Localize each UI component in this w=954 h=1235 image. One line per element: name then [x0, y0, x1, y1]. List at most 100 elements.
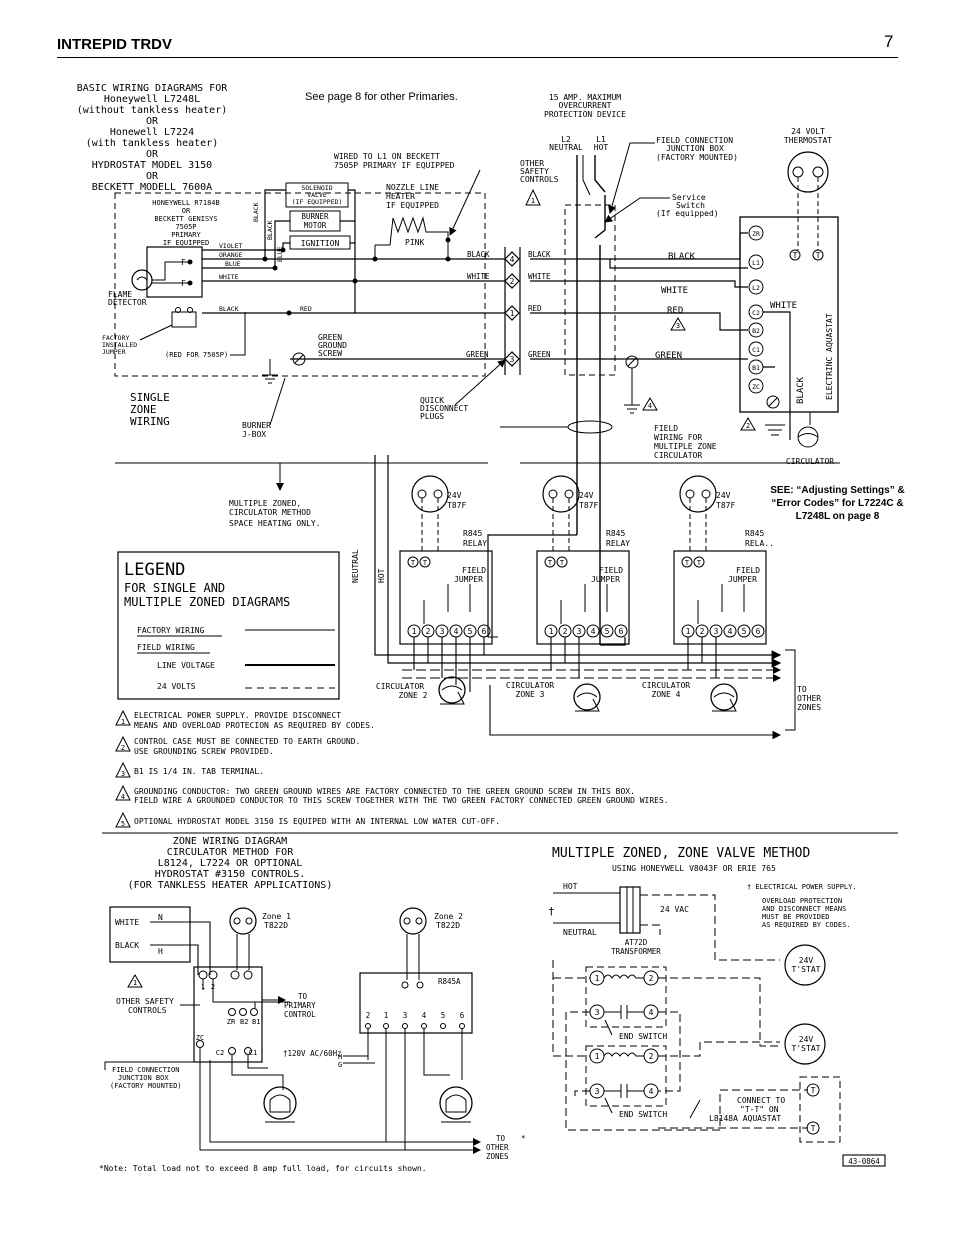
svg-text:FIELD CONNECTION: FIELD CONNECTION	[656, 136, 733, 145]
svg-text:C1: C1	[249, 1049, 257, 1057]
svg-text:FIELD: FIELD	[736, 566, 760, 575]
zone-3-thermostat-icon	[542, 475, 580, 513]
svg-text:JUMPER: JUMPER	[102, 348, 126, 356]
terminal-c2: C2	[752, 309, 760, 317]
svg-text:1: 1	[595, 1052, 600, 1061]
svg-text:HYDROSTAT #3150 CONTROLS.: HYDROSTAT #3150 CONTROLS.	[155, 869, 306, 880]
svg-text:Honewell L7224: Honewell L7224	[110, 127, 194, 138]
svg-text:T: T	[685, 559, 690, 567]
svg-text:2: 2	[563, 627, 568, 636]
zone-2-circulator-icon-bottom	[439, 1086, 473, 1123]
svg-text:NOZZLE LINE: NOZZLE LINE	[386, 183, 439, 192]
zone-3-relay	[536, 475, 630, 645]
svg-text:CONTROLS: CONTROLS	[520, 175, 559, 184]
svg-text:3: 3	[577, 627, 582, 636]
svg-text:H: H	[338, 1053, 342, 1061]
svg-text:PRIMARY: PRIMARY	[284, 1001, 316, 1010]
svg-text:3: 3	[121, 770, 125, 778]
svg-text:Honeywell L7248L: Honeywell L7248L	[104, 94, 200, 105]
circulator-label: CIRCULATOR	[786, 457, 834, 466]
l1-label: L1	[596, 135, 606, 144]
svg-text:3: 3	[510, 355, 515, 364]
white-wire-label-left: WHITE	[467, 272, 490, 281]
svg-text:ZR: ZR	[227, 1018, 236, 1026]
svg-text:OTHER: OTHER	[797, 694, 821, 703]
svg-text:ZONE WIRING DIAGRAM: ZONE WIRING DIAGRAM	[173, 836, 287, 847]
svg-text:7505P PRIMARY IF EQUIPPED: 7505P PRIMARY IF EQUIPPED	[334, 161, 455, 170]
svg-text:2: 2	[700, 627, 705, 636]
svg-text:L8124, L7224 OR OPTIONAL: L8124, L7224 OR OPTIONAL	[158, 858, 303, 869]
svg-text:BLUE: BLUE	[276, 246, 284, 262]
svg-text:R845A: R845A	[438, 977, 461, 986]
svg-text:SPACE HEATING ONLY.: SPACE HEATING ONLY.	[229, 519, 321, 528]
other-safety-zone-label: OTHER SAFETY CONTROLS	[116, 997, 174, 1015]
black-wire-label-left: BLACK	[467, 250, 490, 259]
svg-text:3: 3	[595, 1087, 600, 1096]
l2-label: L2	[561, 135, 571, 144]
svg-text:OTHER SAFETY: OTHER SAFETY	[116, 997, 174, 1006]
svg-text:HONEYWELL R7184B: HONEYWELL R7184B	[152, 199, 219, 207]
other-safety-label: OTHER SAFETY CONTROLS	[520, 159, 559, 184]
svg-text:SAFETY: SAFETY	[520, 167, 549, 176]
field-connection-zone-label: FIELD CONNECTION JUNCTION BOX (FACTORY M…	[110, 1066, 182, 1090]
to-other-zones-label: TO OTHER ZONES	[797, 685, 821, 712]
white-label: WHITE	[115, 918, 139, 927]
black-vertical-label: BLACK	[252, 202, 260, 222]
svg-text:2: 2	[510, 277, 515, 286]
svg-text:6: 6	[756, 627, 761, 636]
svg-text:1: 1	[384, 1011, 389, 1020]
svg-text:USE GROUNDING SCREW PROVIDED.: USE GROUNDING SCREW PROVIDED.	[134, 747, 274, 756]
basic-wiring-title: BASIC WIRING DIAGRAMS FOR Honeywell L724…	[77, 83, 228, 193]
svg-text:T87F: T87F	[447, 501, 466, 510]
svg-text:(with tankless heater): (with tankless heater)	[86, 138, 218, 149]
24vac-label: 24 VAC	[660, 905, 689, 914]
svg-text:CIRCULATOR METHOD: CIRCULATOR METHOD	[229, 508, 311, 517]
svg-text:WIRING FOR: WIRING FOR	[654, 433, 702, 442]
zone-2-thermostat-icon	[411, 475, 449, 513]
svg-text:FIELD: FIELD	[599, 566, 623, 575]
transformer-icon	[619, 886, 641, 934]
red-for-label: (RED FOR 7505P)	[165, 351, 228, 359]
thermostat-terminal-2: T	[816, 251, 821, 260]
svg-text:MEANS AND OVERLOAD PROTECION A: MEANS AND OVERLOAD PROTECION AS REQUIRED…	[134, 721, 375, 730]
svg-text:6: 6	[482, 627, 487, 636]
zone-4-circulator-icon	[710, 683, 738, 712]
svg-text:(without tankless heater): (without tankless heater)	[77, 105, 228, 116]
svg-text:CIRCULATOR METHOD FOR: CIRCULATOR METHOD FOR	[167, 847, 294, 858]
circulator-zone-3-label: CIRCULATOR	[506, 681, 554, 690]
svg-text:3: 3	[595, 1008, 600, 1017]
svg-text:T'STAT: T'STAT	[792, 965, 821, 974]
svg-text:CONTROLS: CONTROLS	[128, 1006, 167, 1015]
see-settings-note: SEE: “Adjusting Settings” & “Error Codes…	[770, 485, 905, 522]
green-ground-screw-icon	[292, 352, 306, 366]
overcurrent-label: 15 AMP. MAXIMUM OVERCURRENT PROTECTION D…	[544, 93, 626, 119]
svg-text:L8148A AQUASTAT: L8148A AQUASTAT	[709, 1114, 781, 1123]
svg-text:DISCONNECT: DISCONNECT	[420, 404, 468, 413]
terminal-zr: ZR	[752, 230, 760, 238]
svg-text:*: *	[521, 1134, 526, 1143]
svg-text:6: 6	[619, 627, 624, 636]
svg-text:ZONES: ZONES	[797, 703, 821, 712]
page-number: 7	[884, 32, 894, 51]
hot-vertical-label: HOT	[377, 568, 386, 583]
svg-text:FACTORY: FACTORY	[102, 334, 129, 342]
valve-tstat-1-icon	[784, 944, 826, 986]
svg-text:BASIC WIRING DIAGRAMS FOR: BASIC WIRING DIAGRAMS FOR	[77, 83, 228, 94]
svg-text:3: 3	[440, 627, 445, 636]
svg-text:AS REQUIRED BY CODES.: AS REQUIRED BY CODES.	[762, 921, 851, 929]
svg-text:ZONES: ZONES	[486, 1152, 509, 1161]
svg-text:5: 5	[441, 1011, 446, 1020]
zone-3-circulator-icon	[573, 683, 601, 712]
svg-text:J-BOX: J-BOX	[242, 430, 266, 439]
svg-text:PRIMARY: PRIMARY	[171, 231, 201, 239]
svg-text:(FOR TANKLESS HEATER APPLICATI: (FOR TANKLESS HEATER APPLICATIONS)	[128, 880, 333, 891]
svg-text:ZONE: ZONE	[130, 403, 157, 416]
svg-text:R845: R845	[463, 529, 482, 538]
svg-text:GROUND: GROUND	[318, 341, 347, 350]
svg-text:IF EQUIPPED: IF EQUIPPED	[386, 201, 439, 210]
svg-text:T: T	[411, 559, 416, 567]
valve-2	[585, 1045, 667, 1107]
svg-text:4: 4	[121, 793, 125, 801]
svg-text:(FACTORY MOUNTED): (FACTORY MOUNTED)	[110, 1082, 182, 1090]
connect-tt-label: CONNECT TO "T-T" ON L8148A AQUASTAT	[709, 1096, 785, 1123]
